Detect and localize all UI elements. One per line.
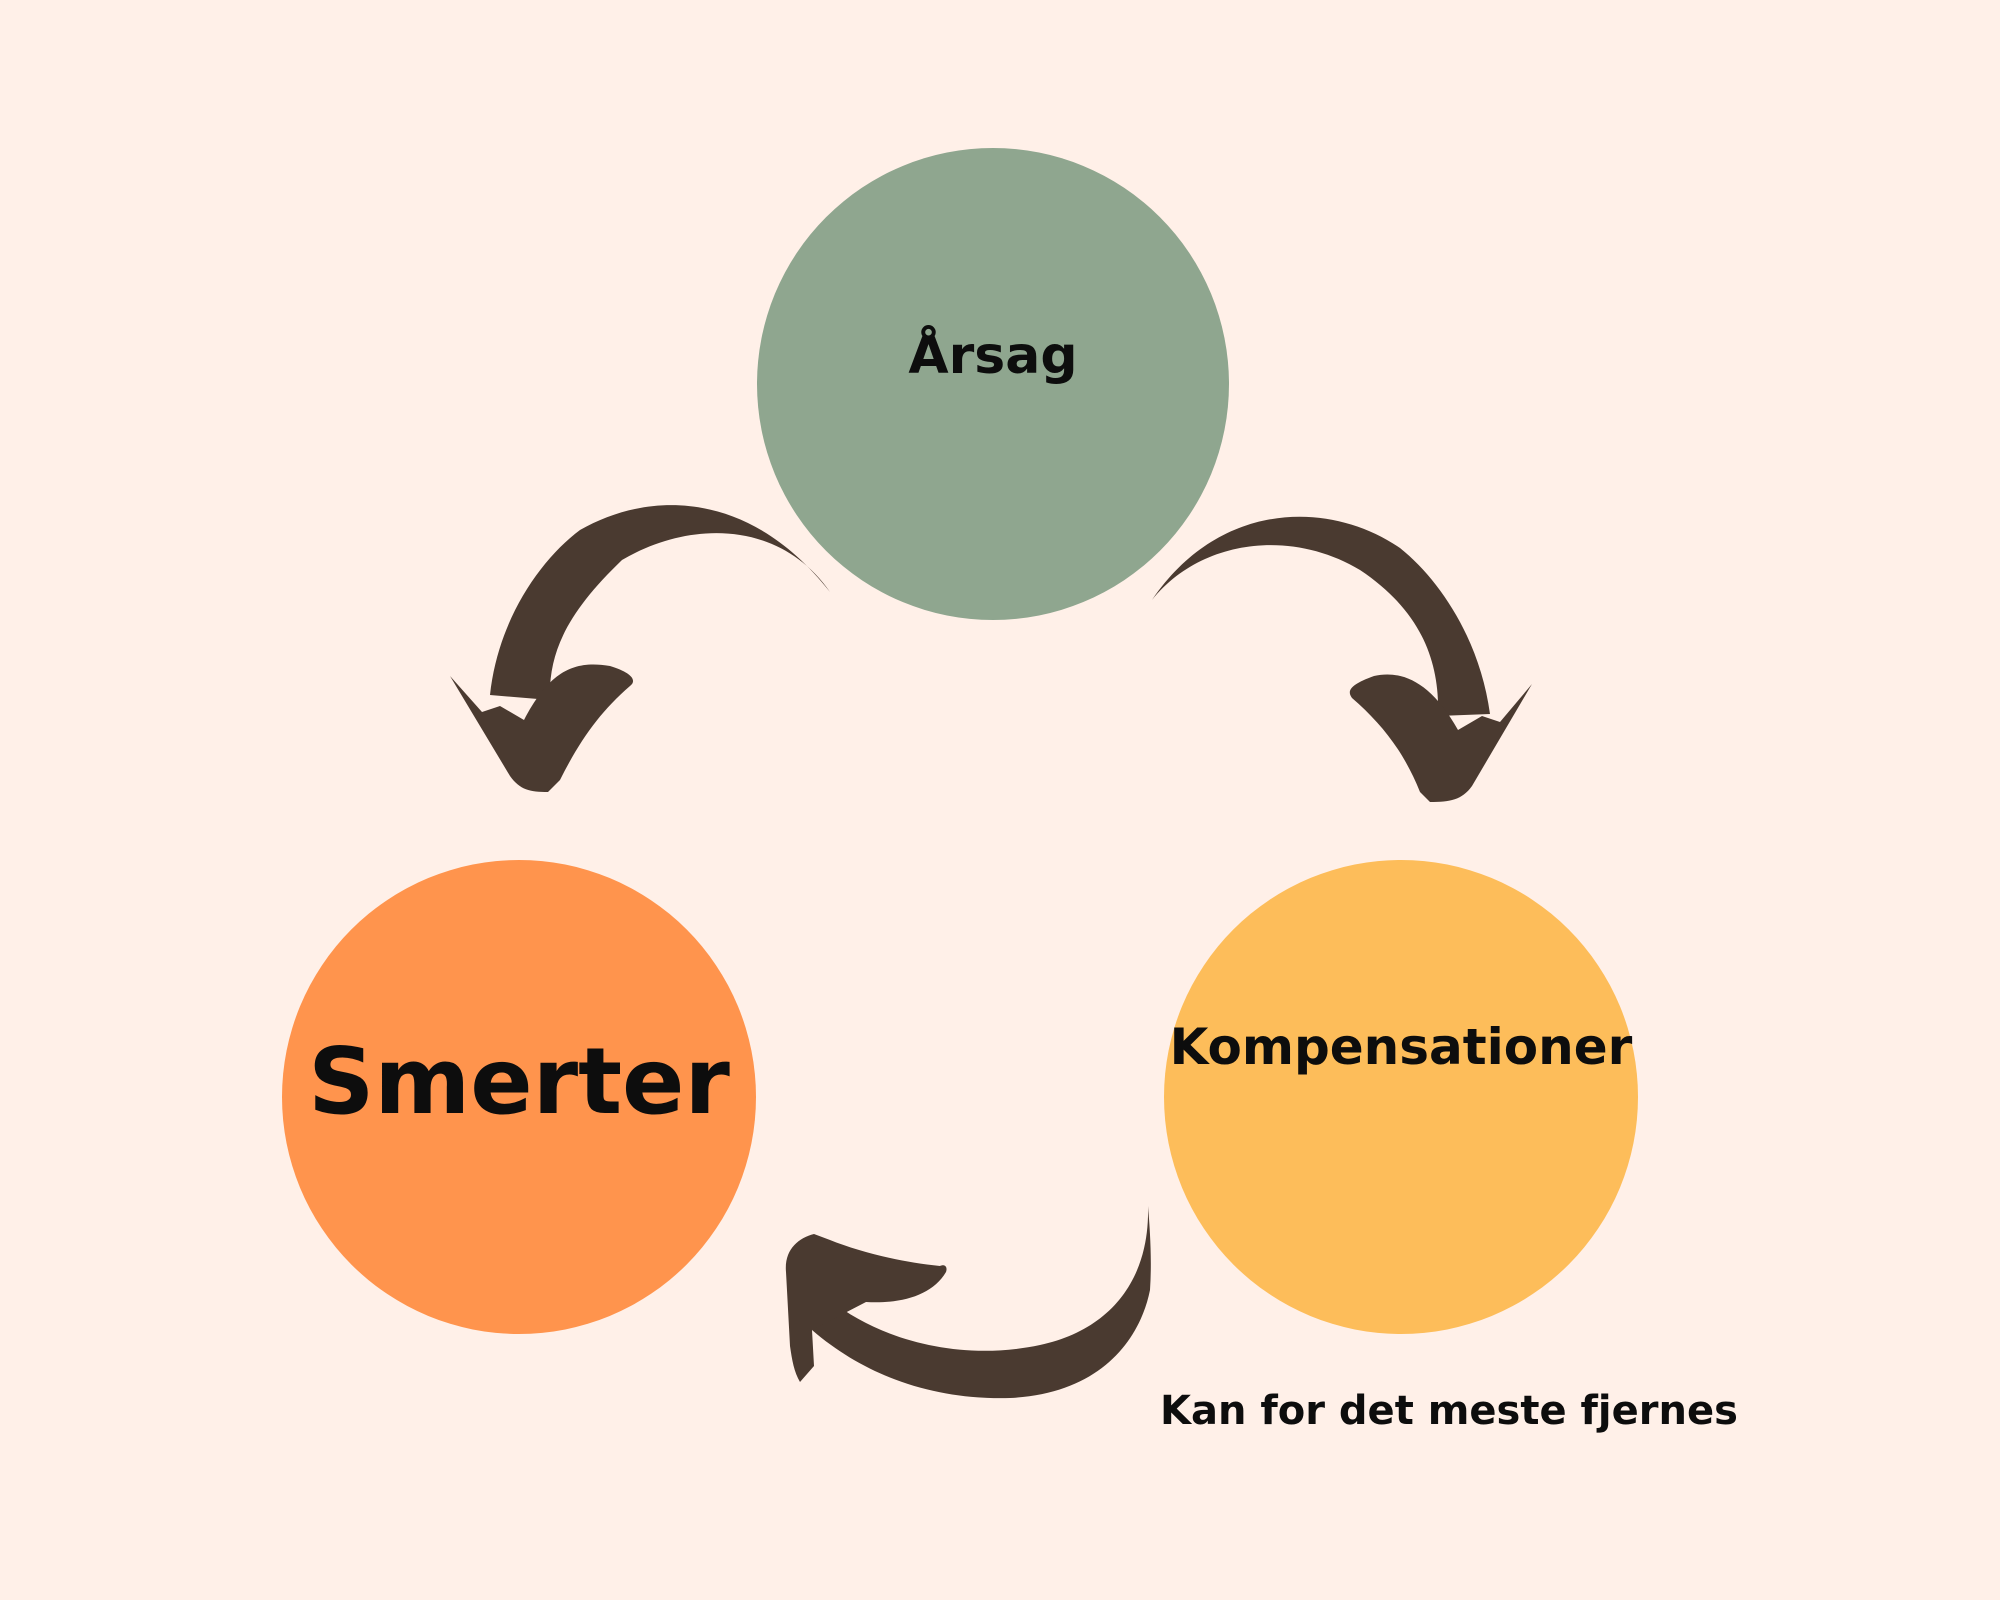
- arrow-compensation-to-pain-head: [785, 1234, 947, 1382]
- node-cause-circle: Årsag: [757, 148, 1229, 620]
- node-pain-label: Smerter: [308, 1028, 730, 1135]
- arrow-compensation-to-pain: [785, 1206, 1151, 1399]
- arrow-cause-to-compensation-shaft: [1152, 516, 1490, 716]
- arrow-cause-to-pain-shaft: [490, 505, 830, 700]
- node-cause-label: Årsag: [908, 326, 1078, 386]
- arrow-cause-to-compensation: [1152, 516, 1532, 802]
- node-compensation-circle: Kompensationer: [1164, 860, 1638, 1334]
- arrow-cause-to-compensation-head: [1349, 674, 1532, 802]
- node-compensation-label: Kompensationer: [1169, 1018, 1633, 1076]
- arrow-compensation-to-pain-shaft: [812, 1206, 1151, 1399]
- arrow-cause-to-pain-head: [450, 664, 634, 792]
- node-pain-circle: Smerter: [282, 860, 756, 1334]
- compensation-note: Kan for det meste fjernes: [1160, 1388, 1738, 1434]
- arrow-cause-to-pain: [450, 505, 830, 792]
